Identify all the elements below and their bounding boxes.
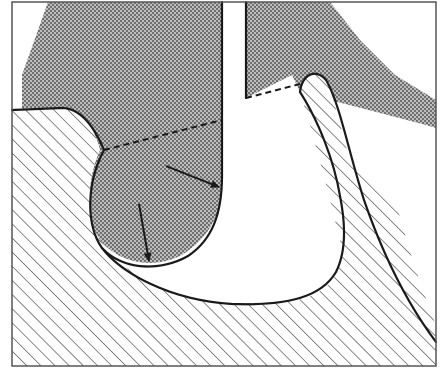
cross-section-figure <box>0 0 442 368</box>
